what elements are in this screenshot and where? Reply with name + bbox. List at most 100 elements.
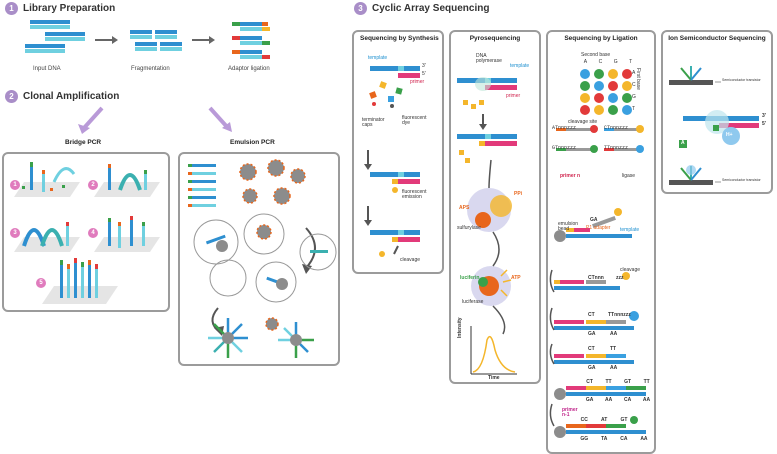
sbl-r5-top-4: TT [643,379,650,385]
sbl-r5-bot-1: GA [585,397,594,403]
sbl-r6-bot-2: TA [601,436,608,442]
section-3-number: 3 [354,2,367,15]
sbl-matrix-dot [580,81,590,91]
sbl-r6-top: CC AT GT [574,417,634,423]
sbs-emission-label: fluorescent emission [402,189,427,201]
library-prep-graphic [25,20,270,59]
ligation-step-5 [554,386,646,400]
sbl-matrix-dot [580,93,590,103]
sbl-ctnnn: CTnnn [588,275,604,281]
pyro-plot [470,326,517,375]
pyro-luciferase-label: luciferase [462,299,484,305]
bridge-step-2: 2 [88,180,98,190]
sbl-matrix-dot [622,93,632,103]
sbl-col-c: C [598,59,603,65]
ligation-step-3 [554,311,639,330]
section-1-number: 1 [5,2,18,15]
ligation-step-6 [554,416,646,438]
sbl-ga-1: GA [590,217,598,223]
sbs-three-prime: 3' [422,63,426,69]
bridge-tile-3 [14,222,80,252]
sbl-graphic [549,125,646,438]
sbl-matrix-dot [608,105,618,115]
droplet-contents [205,224,328,290]
sbl-r4-bot-2: AA [610,365,618,371]
terminator-nucleotides [369,81,403,108]
sbl-r5-bot-4: AA [642,397,651,403]
sbl-r5-bot-3: CA [623,397,632,403]
sbl-r4-bot-1: GA [588,365,596,371]
sbl-r6-top-1: CC [580,417,588,423]
sbl-r3-top-1: CT [588,312,595,318]
pyro-polymerase-label: DNA polymerase [476,53,502,65]
sbl-primer-n1-label: primer n-1 [562,407,578,419]
sbl-r6-top-3: GT [620,417,628,423]
ion-base-a: A [681,140,685,146]
sbl-matrix-dot [594,93,604,103]
sbl-ligase-label: ligase [622,173,636,179]
sbl-probe-4: TTnnnzzz [604,145,629,151]
input-dna-strands [25,20,85,53]
sbl-r4-top-1: CT [588,346,595,352]
sbl-matrix-dot [594,69,604,79]
bridge-pcr-title: Bridge PCR [65,139,102,146]
sbs-terminator-label: terminator caps [362,117,385,129]
ion-sensor-label-top: Semiconductor transistor [722,78,761,82]
ion-graphic [669,66,759,185]
sensor-bottom [669,165,721,185]
section-2-number: 2 [5,90,18,103]
sbl-r6-bot-1: GG [580,436,589,442]
pyro-aps-label: APS [459,205,470,211]
section-3-header: 3 Cyclic Array Sequencing [354,2,489,15]
section-2-title: Clonal Amplification [23,91,120,102]
bridge-step-3: 3 [10,228,20,238]
pyro-title: Pyrosequencing [469,35,521,42]
pyro-time-label: Time [488,375,500,381]
ligation-step-4 [554,354,634,364]
sbs-title: Sequencing by Synthesis [360,35,439,42]
sbl-r3-bot-1: GA [588,331,596,337]
sbl-row-t: T [632,106,636,113]
sbl-r6-bot-4: AA [640,436,648,442]
sbl-col-g: G [613,59,618,65]
library-fragments [188,164,216,207]
bridge-step-4: 4 [88,228,98,238]
sbl-r5-top: CT TT GT TT [580,379,656,385]
bridge-tile-4 [94,216,160,252]
section-3-title: Cyclic Array Sequencing [372,3,490,14]
sbl-r6-top-2: AT [600,417,608,423]
sbs-five-prime: 5' [422,71,426,77]
arrow-1 [95,36,118,44]
ion-incorporation [679,110,759,148]
ion-five-prime: 5' [762,121,766,127]
sbl-emulsion-bead-label: emulsion bead [558,221,579,233]
emulsion-pcr-graphic [188,159,337,358]
sbl-title: Sequencing by Ligation [564,35,638,42]
sbl-matrix-dot [594,105,604,115]
sbl-probe-1: ATnnnzzz [552,125,577,131]
pyro-ppi-label: PPi [514,191,523,197]
section-1-header: 1 Library Preparation [5,2,115,15]
ion-h-plus: H+ [726,132,733,138]
sbl-r5-top-1: CT [586,379,593,385]
sbl-col-a: A [583,59,588,65]
emulsion-pcr-title: Emulsion PCR [230,139,275,146]
sbl-probe-2: CTnnnzzz [604,125,629,131]
sbl-r5-bot: GA AA CA AA [580,397,656,403]
sbl-matrix-dot [608,69,618,79]
pyro-intensity-label: Intensity [457,317,463,338]
sbl-template-label: template [620,227,640,233]
sbl-row-a: A [632,70,636,77]
sbs-primer-label: primer [410,79,425,85]
sbl-matrix-dot [622,69,632,79]
sbl-row-g: G [632,94,636,101]
ligation-step-1 [554,208,632,242]
sbs-dye-label: fluorescent dye [402,115,427,127]
ion-title: Ion Semiconductor Sequencing [668,35,766,42]
sensor-top [669,66,721,85]
sbl-r5-top-2: TT [605,379,612,385]
probes [556,125,644,153]
sbl-cleavage-label: cleavage [620,267,641,273]
bridge-tile-1 [14,162,80,197]
